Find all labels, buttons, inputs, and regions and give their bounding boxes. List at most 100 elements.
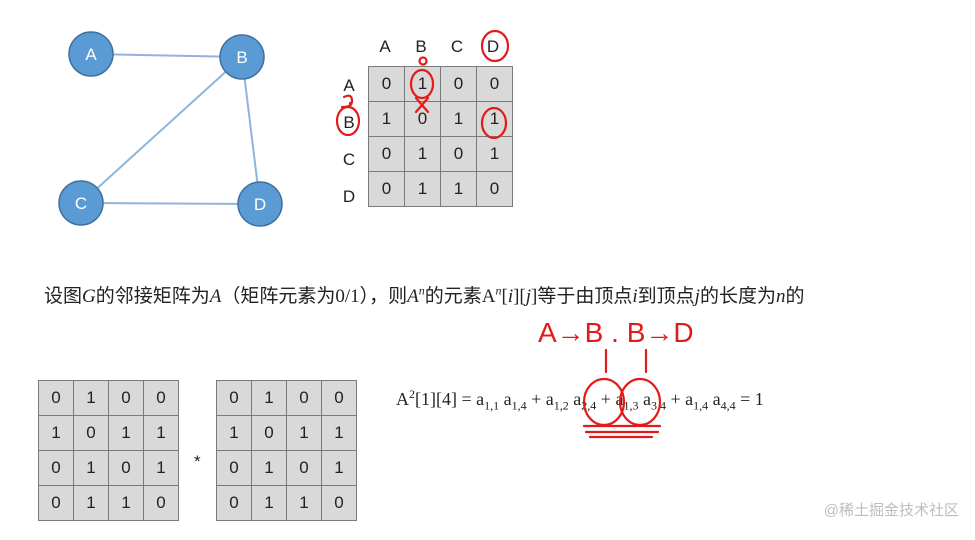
matrix-cell: 1 [73, 485, 109, 521]
matrix-cell: 1 [38, 415, 74, 451]
matrix-cell: 0 [216, 450, 252, 486]
matrix-cell: 1 [321, 415, 357, 451]
formula-subscript: 4,4 [720, 398, 736, 413]
matrix-cell: 0 [143, 380, 179, 416]
node-label-d: D [254, 195, 266, 214]
sentence-text: ][ [513, 286, 526, 307]
sentence-text: 的 [785, 286, 805, 307]
matrix-cell: 1 [286, 485, 322, 521]
col-header-a: A [379, 37, 391, 56]
matrix-row: 1 0 1 1 [368, 101, 513, 137]
matrix-row: 0 1 1 0 [368, 171, 513, 207]
matrix-cell: 1 [286, 415, 322, 451]
col-header-c: C [450, 37, 464, 56]
matrix-cell: 1 [251, 380, 287, 416]
formula-term: a [476, 389, 485, 409]
sentence-var: i [507, 286, 514, 307]
graph-node-c: C [58, 180, 104, 226]
sentence-var: j [525, 286, 532, 307]
matrix-cell: 0 [440, 66, 477, 102]
matrix-row: 1 0 1 1 [38, 415, 179, 451]
adjacency-matrix: 0 1 0 0 1 0 1 1 0 1 0 1 0 1 1 0 [368, 66, 513, 207]
col-header-b: B [415, 37, 427, 56]
matrix-cell: 0 [286, 380, 322, 416]
watermark: @稀土掘金技术社区 [823, 502, 959, 519]
formula-term: a [685, 389, 694, 409]
matrix-cell: 0 [108, 450, 144, 486]
matrix-cell: 1 [73, 450, 109, 486]
formula-subscript: 1,2 [553, 398, 569, 413]
matrix-cell: 0 [216, 380, 252, 416]
matrix-cell: 0 [404, 101, 441, 137]
multiply-sign: * [194, 452, 201, 471]
description-sentence: 设图G的邻接矩阵为A（矩阵元素为0/1），则An的元素An[i][j]等于由顶点… [44, 281, 804, 308]
formula-plus: + [596, 389, 616, 409]
matrix-row: 0 1 1 0 [216, 485, 357, 521]
formula-subscript: 1,3 [623, 398, 639, 413]
matrix-cell: 1 [404, 171, 441, 207]
path-count-formula: A2[1][4] = a1,1 a1,4 + a1,2 a2,4 + a1,3 … [396, 387, 764, 414]
matrix-cell: 1 [404, 66, 441, 102]
sentence-text: 的长度为 [699, 286, 776, 307]
graph-node-a: A [68, 31, 114, 77]
sentence-text: 设图 [44, 286, 83, 307]
matrix-row: 0 1 0 0 [368, 66, 513, 102]
formula-subscript: 1,1 [484, 398, 500, 413]
matrix-cell: 1 [108, 415, 144, 451]
edge-a-b [90, 53, 243, 58]
row-header-c: C [342, 150, 356, 169]
matrix-cell: 0 [476, 66, 513, 102]
formula-plus: + [526, 389, 546, 409]
annotation-underline [582, 424, 662, 439]
formula-term: a [499, 389, 512, 409]
formula-lhs: A [396, 389, 409, 409]
sentence-exponent: n [418, 283, 425, 298]
sentence-var: G [82, 286, 96, 307]
formula-exponent: 2 [409, 387, 415, 401]
edge-b-c [80, 56, 243, 204]
formula-plus: + [665, 389, 686, 409]
matrix-row: 0 1 0 1 [38, 450, 179, 486]
matrix-cell: 0 [321, 380, 357, 416]
sentence-text: 的元素A [424, 286, 496, 307]
graph-edges [80, 53, 261, 205]
matrix-cell: 0 [216, 485, 252, 521]
matrix-left: 0 1 0 0 1 0 1 1 0 1 0 1 0 1 1 0 [38, 380, 179, 521]
annotation-tick [604, 348, 648, 374]
sentence-exponent: n [495, 283, 502, 298]
matrix-cell: 1 [476, 101, 513, 137]
matrix-cell: 1 [440, 171, 477, 207]
matrix-cell: 0 [321, 485, 357, 521]
matrix-cell: 1 [440, 101, 477, 137]
matrix-cell: 0 [38, 485, 74, 521]
formula-term: a [708, 389, 721, 409]
formula-result: = 1 [735, 389, 764, 409]
matrix-cell: 1 [216, 415, 252, 451]
formula-index: [1][4] = [415, 389, 477, 409]
formula-term: a [545, 389, 554, 409]
matrix-cell: 0 [251, 415, 287, 451]
sentence-text: 的邻接矩阵为 [95, 286, 210, 307]
formula-subscript: 3,4 [650, 398, 666, 413]
matrix-row: 1 0 1 1 [216, 415, 357, 451]
matrix-row: 0 1 0 0 [216, 380, 357, 416]
sentence-var: i [632, 286, 638, 307]
matrix-cell: 1 [143, 450, 179, 486]
matrix-cell: 0 [476, 171, 513, 207]
edge-c-d [80, 202, 261, 205]
matrix-cell: 0 [108, 380, 144, 416]
sentence-var: n [775, 286, 786, 307]
matrix-cell: 0 [368, 136, 405, 172]
matrix-row: 0 1 0 1 [216, 450, 357, 486]
sentence-text: （矩阵元素为0/1），则 [221, 286, 408, 307]
matrix-cell: 1 [143, 415, 179, 451]
annotation-path-text: A→B . B→D [538, 317, 694, 348]
formula-term: a [638, 389, 651, 409]
matrix-cell: 1 [368, 101, 405, 137]
formula-subscript: 1,4 [693, 398, 709, 413]
formula-subscript: 2,4 [581, 398, 597, 413]
matrix-row: 0 1 0 0 [38, 380, 179, 416]
node-label-a: A [85, 45, 97, 64]
matrix-cell: 1 [321, 450, 357, 486]
node-label-c: C [75, 194, 87, 213]
